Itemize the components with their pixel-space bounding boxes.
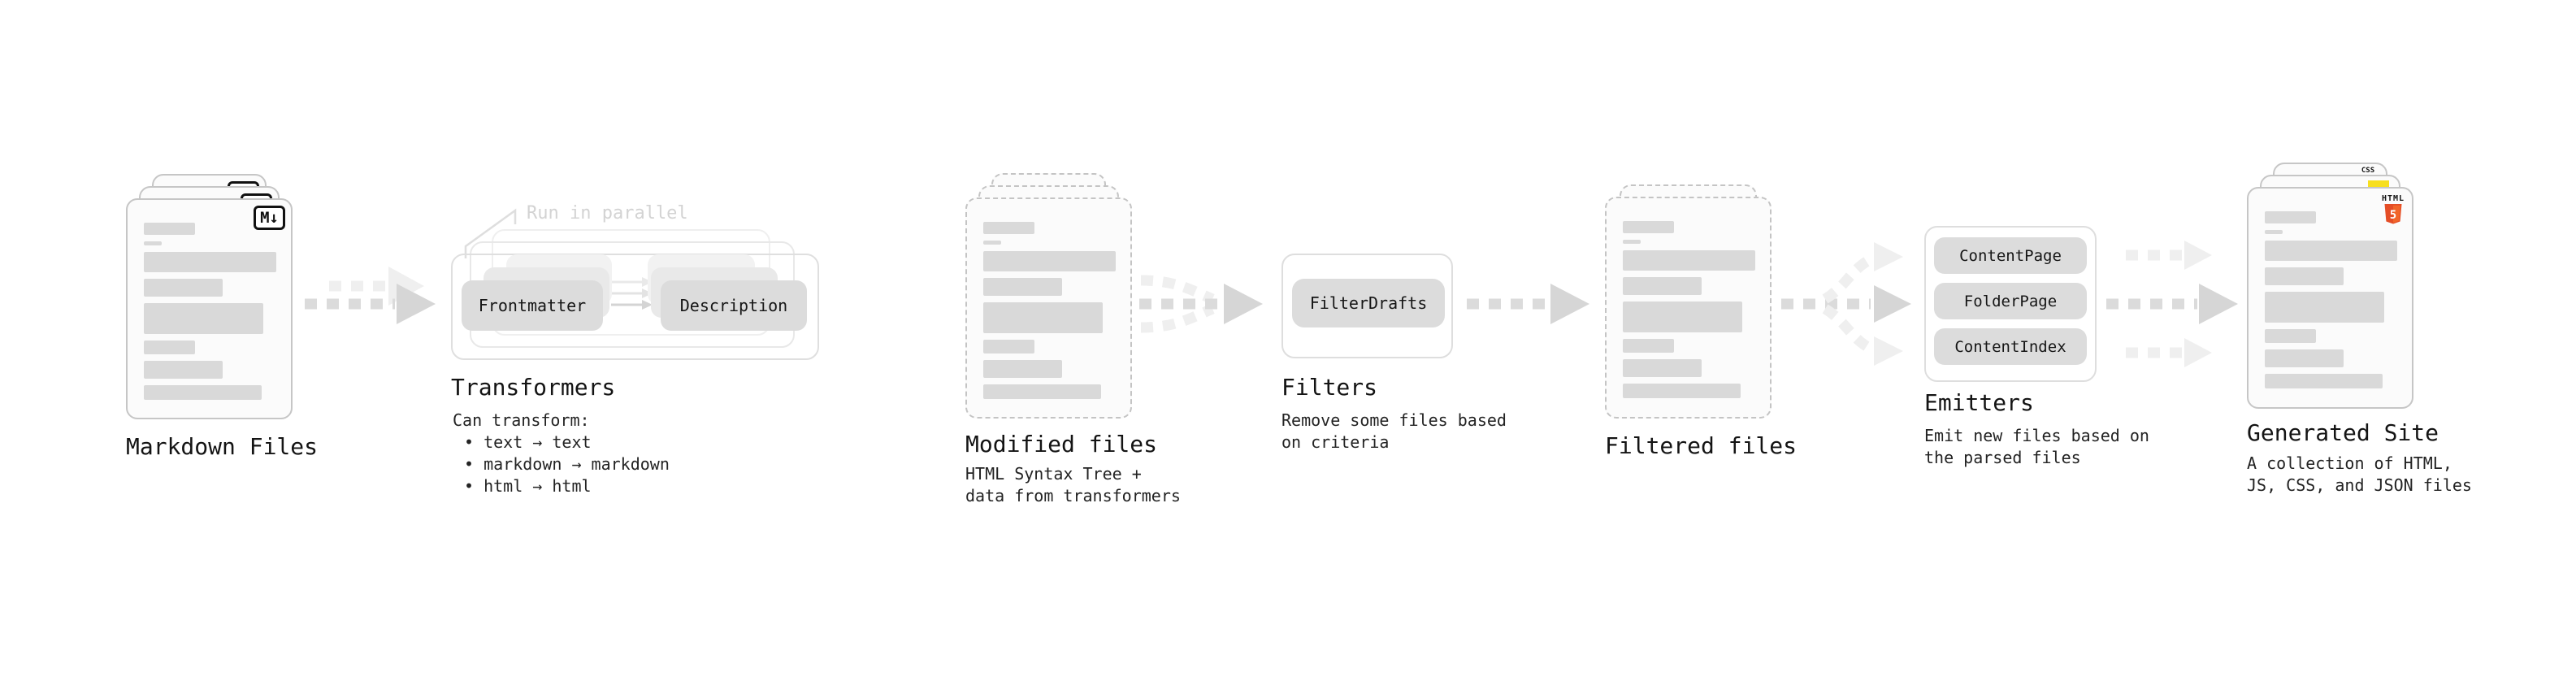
html-file-card: HTML 5 (2247, 187, 2413, 409)
modified-file-card-front (965, 197, 1132, 419)
content-bar (144, 385, 262, 400)
arrow-filters-to-filtered (1467, 284, 1589, 324)
content-bar (144, 241, 162, 245)
content-bar (2265, 241, 2397, 261)
modified-files-title: Modified files (965, 431, 1158, 458)
filter-drafts-chip-label: FilterDrafts (1309, 293, 1428, 313)
arrow-filtered-to-emitters (1781, 242, 1911, 366)
folder-page-chip-label: FolderPage (1963, 292, 2058, 310)
frontmatter-chip: Frontmatter (462, 280, 603, 331)
emitters-title: Emitters (1924, 389, 2034, 416)
content-bar (2265, 267, 2344, 285)
filter-drafts-chip: FilterDrafts (1292, 279, 1445, 327)
filters-title: Filters (1281, 374, 1378, 401)
content-bar (1623, 277, 1702, 295)
svg-text:5: 5 (2390, 209, 2396, 222)
content-bar (144, 340, 195, 354)
generated-site-title: Generated Site (2247, 419, 2439, 446)
content-bar (1623, 250, 1755, 271)
css-icon-label: CSS (2361, 167, 2375, 175)
transformers-description: Can transform: • text → text • markdown … (453, 410, 670, 497)
content-bar (1623, 339, 1674, 353)
generated-site-subtitle: A collection of HTML, JS, CSS, and JSON … (2247, 453, 2472, 495)
folder-page-chip: FolderPage (1934, 283, 2087, 319)
arrow-modified-to-filters (1139, 275, 1263, 333)
can-transform-heading: Can transform: (453, 410, 590, 430)
content-index-chip: ContentIndex (1934, 328, 2087, 365)
content-bar (983, 302, 1103, 333)
markdown-file-card-front: M↓ (126, 198, 293, 419)
filtered-file-card-front (1605, 197, 1772, 419)
content-bar (144, 303, 263, 334)
content-bar (983, 384, 1101, 399)
content-bar (2265, 292, 2384, 323)
markdown-icon: M↓ (254, 206, 285, 230)
transform-bullet: • markdown → markdown (464, 454, 670, 474)
content-bar (144, 361, 223, 379)
file-content-bars (2265, 211, 2399, 388)
html5-icon-word: HTML (2381, 194, 2405, 203)
run-in-parallel-note: Run in parallel (527, 203, 688, 223)
file-content-bars (983, 222, 1117, 399)
content-bar (983, 278, 1062, 296)
content-bar (1623, 301, 1742, 332)
content-page-chip-label: ContentPage (1959, 246, 2062, 265)
content-bar (2265, 349, 2344, 367)
content-bar (144, 252, 276, 272)
content-bar (983, 222, 1034, 234)
transform-bullet: • text → text (464, 432, 592, 452)
content-bar (983, 360, 1062, 378)
content-bar (144, 279, 223, 297)
markdown-files-title: Markdown Files (126, 433, 319, 460)
transformers-frame-front (451, 254, 819, 360)
modified-files-subtitle: HTML Syntax Tree + data from transformer… (965, 464, 1181, 505)
description-chip-label: Description (679, 296, 788, 315)
filters-subtitle: Remove some files based on criteria (1281, 410, 1507, 452)
file-content-bars (1623, 221, 1757, 398)
emitters-subtitle: Emit new files based on the parsed files (1924, 426, 2149, 467)
content-bar (1623, 359, 1702, 377)
content-bar (144, 223, 195, 235)
frontmatter-chip-label: Frontmatter (478, 296, 587, 315)
filtered-files-title: Filtered files (1605, 432, 1798, 459)
html5-shield: 5 (2384, 204, 2402, 224)
content-bar (2265, 211, 2316, 223)
content-bar (1623, 221, 1674, 233)
arrows-emitters-to-generated (2106, 241, 2238, 367)
content-bar (983, 241, 1001, 245)
content-bar (983, 251, 1116, 271)
transformers-title: Transformers (451, 374, 616, 401)
html5-icon: HTML 5 (2381, 195, 2405, 229)
content-bar (2265, 230, 2283, 234)
transform-bullet: • html → html (464, 476, 592, 496)
content-bar (1623, 384, 1741, 398)
content-bar (983, 340, 1034, 354)
description-chip: Description (661, 280, 807, 331)
file-content-bars (144, 223, 278, 400)
content-page-chip: ContentPage (1934, 237, 2087, 274)
content-index-chip-label: ContentIndex (1954, 337, 2066, 356)
content-bar (2265, 374, 2383, 388)
arrow-markdown-to-transformers (305, 267, 436, 324)
content-bar (1623, 240, 1641, 244)
content-bar (2265, 329, 2316, 343)
